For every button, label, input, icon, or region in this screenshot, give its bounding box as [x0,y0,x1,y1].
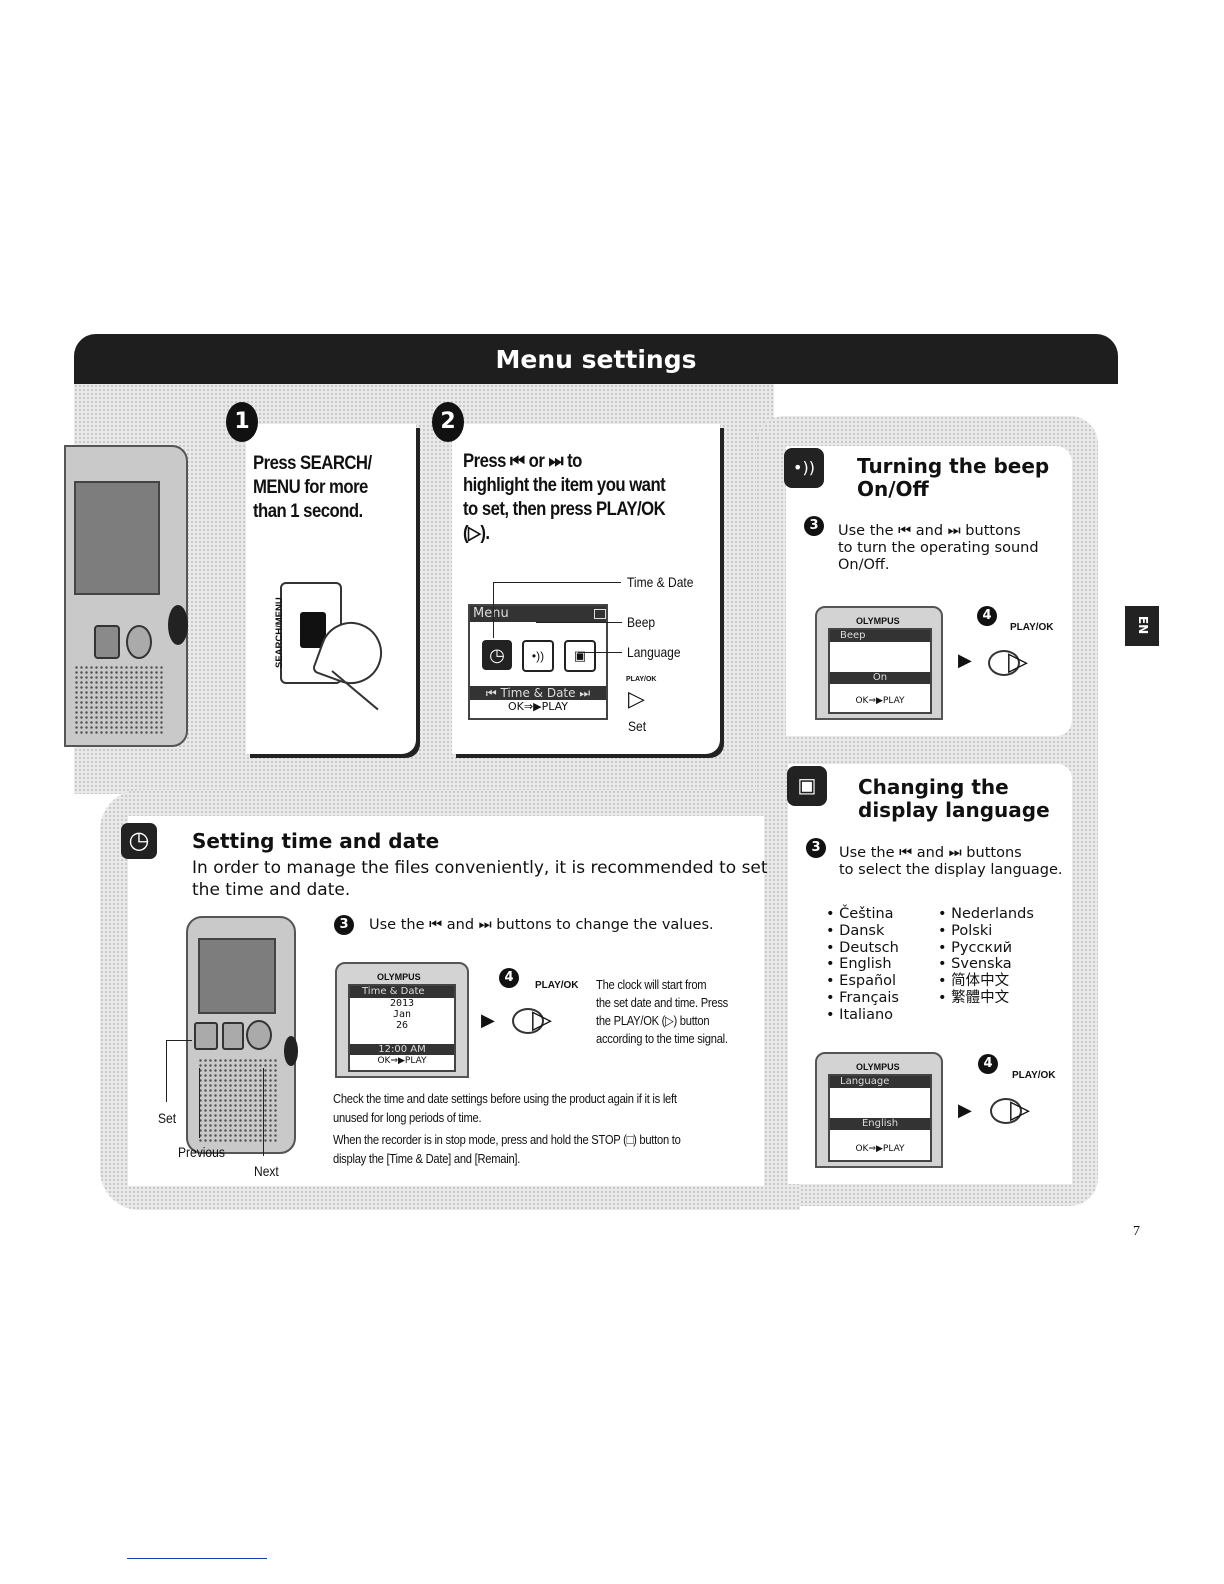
language-step3-number: 3 [806,838,826,858]
beep-step4-number: 4 [977,606,997,626]
callout-line-beep [536,622,622,623]
language-instructions: Use the ⏮ and ⏭ buttons to select the di… [839,845,1063,878]
screen-year: 2013 [389,998,415,1009]
language-icon: ▣ [787,766,827,806]
language-icon: ▣ [564,640,596,672]
language-side-tab: EN [1125,606,1159,646]
callout-line-lang [578,652,622,653]
beep-brand: OLYMPUS [856,616,900,626]
list-item: • English [826,956,892,973]
time-screen-title: Time & Date [350,986,454,998]
beep-screen-value: On [830,672,930,684]
list-item: • Polski [938,922,993,939]
list-item: • Deutsch [826,939,899,956]
time-step3-number: 3 [334,915,354,935]
clock-icon: ◷ [121,823,157,859]
clock-note: The clock will start from the set date a… [596,977,728,1046]
beep-step3-number: 3 [804,516,824,536]
list-item: • 简体中文 [938,973,1010,990]
menu-selected-item: Time & Date [500,686,576,700]
time-screen-time: 12:00 AM [350,1044,454,1055]
header-bar: Menu settings [74,334,1118,384]
prev-icon: ⏮ [485,686,501,700]
arrow-right-icon: ▶ [958,650,972,670]
callout-set: Set [628,718,647,734]
battery-icon [594,609,606,619]
time-intro: In order to manage the files convenientl… [192,858,768,900]
screen-day: 26 [395,1020,409,1031]
step2-number: 2 [432,402,464,442]
list-item: • Русский [938,939,1013,956]
language-list-right: • Nederlands • Polski • Русский • Svensk… [938,906,1034,1007]
finger-press-icon: ▷ [512,996,572,1044]
list-item: • Dansk [826,922,885,939]
time-screen-footer: OK⇒▶PLAY [377,1056,427,1066]
callout-set: Set [158,1110,177,1126]
note-stop-button: When the recorder is in stop mode, press… [333,1132,681,1166]
recorder-photo-2 [186,916,298,1154]
play-ok-label: PLAY/OK [626,676,657,683]
screen-month: Jan [392,1009,412,1020]
list-item: • Italiano [826,1006,894,1023]
language-play-label: PLAY/OK [1012,1070,1056,1081]
menu-screen-title: Menu [470,606,606,622]
step1-number: 1 [226,402,258,442]
beep-instructions: Use the ⏮ and ⏭ buttons to turn the oper… [838,523,1039,573]
callout-language: Language [627,644,681,660]
play-button-icon: ▷ [628,686,645,711]
page-title: Menu settings [495,345,697,374]
language-list-left: • Čeština • Dansk • Deutsch • English • … [826,906,899,1024]
language-brand: OLYMPUS [856,1062,900,1072]
language-screen-value: English [830,1118,930,1130]
finger-press-icon: ▷ [990,1086,1050,1134]
callout-time-date: Time & Date [627,574,694,590]
time-title: Setting time and date [192,829,440,853]
beep-icon: •)) [522,640,554,672]
finger-press-icon: ▷ [988,638,1048,686]
list-item: • Čeština [826,906,894,922]
step1-instructions: Press SEARCH/ MENU for more than 1 secon… [253,453,372,522]
time-play-label: PLAY/OK [535,980,579,991]
arrow-right-icon: ▶ [958,1100,972,1120]
language-step4-number: 4 [978,1054,998,1074]
beep-screen: Beep On OK⇒▶PLAY [828,628,932,714]
language-screen-title: Language [830,1076,930,1088]
recorder-photo-1 [64,445,194,747]
time-step4-number: 4 [499,968,519,988]
callout-line-time [493,582,621,583]
search-menu-label: SEARCH/MENU [274,597,285,668]
time-screen: Time & Date 2013 Jan 26 12:00 AM OK⇒▶PLA… [348,984,456,1072]
language-screen-footer: OK⇒▶PLAY [855,1144,905,1154]
step2-instructions: Press ⏮ or ⏭ to highlight the item you w… [463,451,666,544]
language-screen: Language English OK⇒▶PLAY [828,1074,932,1162]
arrow-right-icon: ▶ [481,1010,495,1030]
callout-beep: Beep [627,614,656,630]
list-item: • Español [826,973,897,990]
search-menu-button-illustration: SEARCH/MENU [274,582,391,711]
menu-screen: Menu ◷ •)) ▣ ⏮ Time & Date ⏭ OK⇒▶PLAY [468,604,608,720]
menu-screen-footer: OK⇒▶PLAY [508,700,568,713]
callout-previous: Previous [178,1144,225,1160]
page-number: 7 [1133,1224,1140,1239]
callout-line-time-v [493,582,494,638]
language-title: Changing the display language [858,775,1050,822]
list-item: • Svenska [938,956,1012,973]
list-item: • Nederlands [938,906,1034,922]
beep-screen-title: Beep [830,630,930,642]
beep-title: Turning the beep On/Off [857,454,1050,501]
beep-play-label: PLAY/OK [1010,622,1054,633]
footnote-rule [127,1558,267,1559]
beep-screen-footer: OK⇒▶PLAY [855,696,905,706]
time-step3-text: Use the ⏮ and ⏭ buttons to change the va… [369,917,714,933]
list-item: • Français [826,989,899,1006]
callout-next: Next [254,1163,279,1179]
beep-icon: •)) [784,448,824,488]
clock-icon: ◷ [482,640,512,670]
note-check-settings: Check the time and date settings before … [333,1091,677,1125]
time-brand: OLYMPUS [377,972,421,982]
list-item: • 繁體中文 [938,989,1010,1006]
next-icon: ⏭ [575,686,591,700]
